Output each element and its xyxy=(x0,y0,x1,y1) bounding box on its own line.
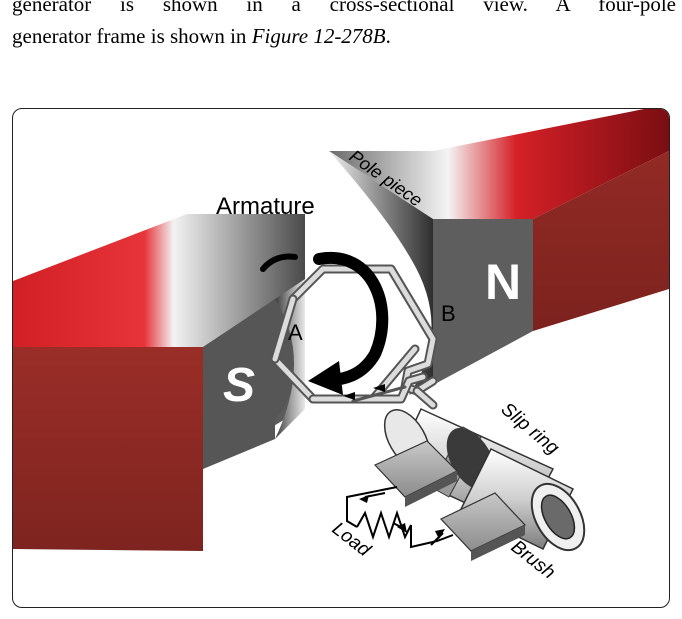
load-current-arrow-icon xyxy=(359,495,369,503)
armature-loop xyxy=(270,264,438,410)
generator-figure: Armature Pole piece N S A B Slip ring Lo… xyxy=(12,108,670,608)
intro-line-1: generator is shown in a cross-sectional … xyxy=(12,0,676,16)
point-b-label: B xyxy=(441,301,456,326)
intro-line-2: generator frame is shown in Figure 12-27… xyxy=(12,20,676,52)
load-current-arrow-icon xyxy=(435,529,445,539)
north-pole-label: N xyxy=(485,254,521,310)
south-magnet-top xyxy=(13,214,305,349)
load-current-arrow-icon xyxy=(397,523,407,533)
south-magnet-front xyxy=(13,347,203,551)
figure-reference: Figure 12-278B xyxy=(251,24,386,48)
north-pole-curve xyxy=(329,151,433,395)
intro-line-2-suffix: . xyxy=(385,24,391,48)
current-arrow-icon xyxy=(373,384,385,392)
current-arrow-icon xyxy=(343,392,355,400)
south-pole-label: S xyxy=(223,359,255,412)
north-magnet-top xyxy=(329,109,669,219)
intro-paragraph: generator is shown in a cross-sectional … xyxy=(12,0,676,52)
armature-label: Armature xyxy=(216,193,315,220)
intro-line-2-prefix: generator frame is shown in xyxy=(12,24,252,48)
south-pole-curve xyxy=(275,279,305,439)
rotation-arrow xyxy=(260,251,389,395)
north-magnet xyxy=(329,109,669,395)
generator-diagram: Armature Pole piece N S A B Slip ring Lo… xyxy=(13,109,669,584)
slip-ring-assembly xyxy=(383,408,586,552)
brushes xyxy=(373,440,526,561)
north-magnet-front xyxy=(533,151,669,331)
south-pole-face xyxy=(203,299,295,469)
north-pole-face xyxy=(433,219,533,385)
point-a-label: A xyxy=(288,320,303,345)
load-circuit xyxy=(346,486,454,549)
south-magnet xyxy=(13,214,305,551)
